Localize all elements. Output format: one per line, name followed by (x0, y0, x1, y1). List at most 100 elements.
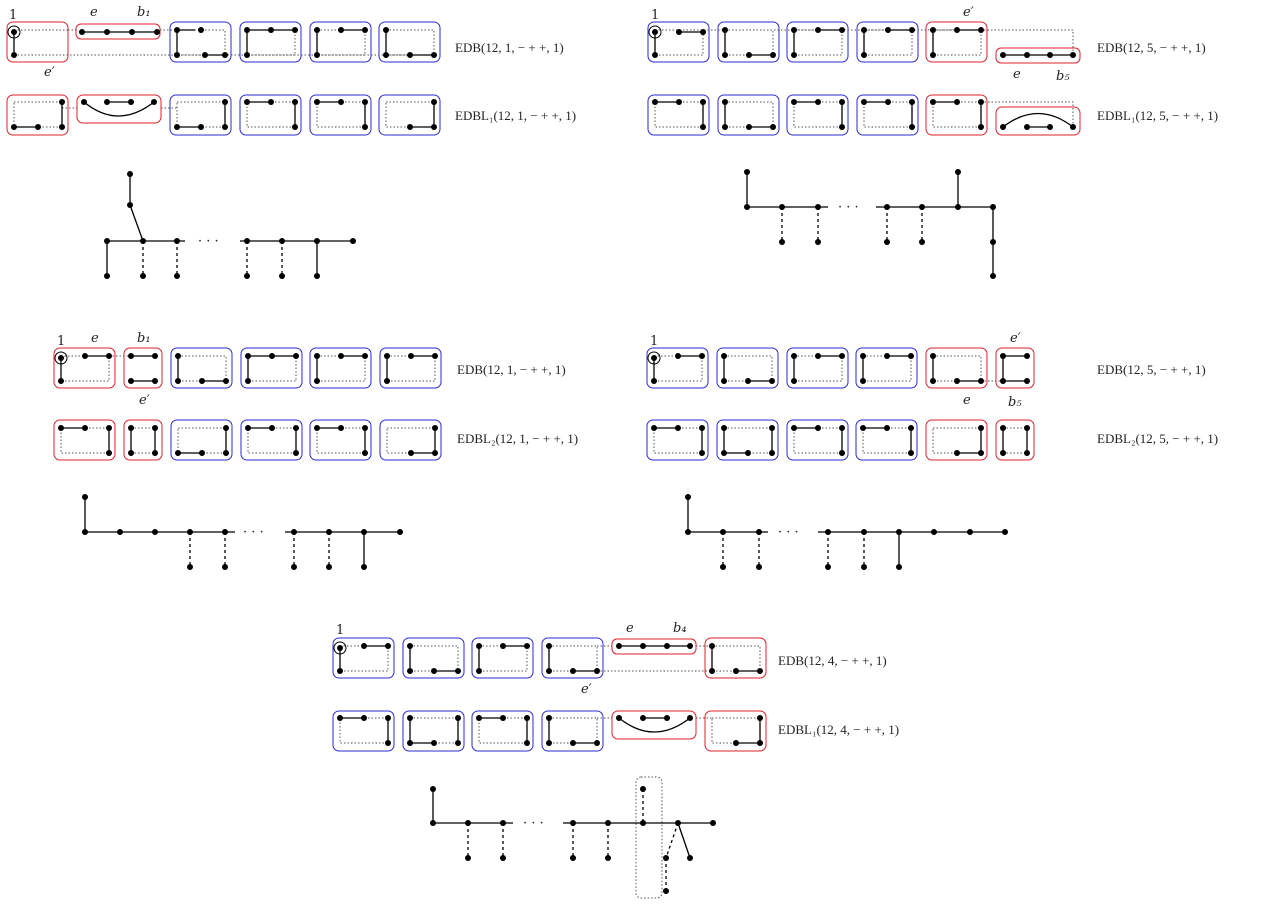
ellipsis: · · · (778, 525, 799, 540)
edbl-vertices (651, 425, 1030, 456)
red-box (925, 94, 988, 136)
edbl-edges (61, 427, 436, 454)
red-box (75, 23, 161, 40)
blue-box (717, 94, 780, 136)
edb-row (6, 21, 441, 63)
edb-name: EDB(12, 1, − + +, 1) (455, 40, 564, 55)
panel-3: 1 e b₁ e′ EDB(12, 1, − + +, 1) EDBL₂(12,… (53, 331, 578, 570)
blue-box (378, 21, 441, 63)
tree-3: · · · (82, 494, 403, 570)
dotted-guides (60, 427, 436, 454)
blue-box (240, 419, 303, 461)
blue-box (309, 21, 372, 63)
ellipsis: · · · (523, 816, 544, 831)
blue-box (717, 21, 780, 63)
edbl-edges (654, 427, 1028, 454)
edb-edges (654, 29, 1073, 56)
edbl-row (332, 710, 767, 752)
blue-box (647, 94, 710, 136)
blue-box (471, 637, 534, 679)
red-box (995, 419, 1035, 461)
label-1: 1 (336, 623, 344, 638)
edb-name: EDB(12, 1, − + +, 1) (457, 362, 566, 377)
red-box (925, 419, 988, 461)
blue-box (786, 21, 849, 63)
label-b: b₅ (1008, 395, 1022, 410)
red-box (704, 637, 767, 679)
edbl-name: EDBL₂(12, 5, − + +, 1) (1097, 431, 1218, 446)
edbl-vertices (11, 99, 437, 130)
red-box (995, 347, 1035, 389)
blue-box (402, 637, 465, 679)
blue-box (309, 94, 372, 136)
blue-box (786, 94, 849, 136)
blue-box (239, 94, 302, 136)
edb-vertices (648, 25, 1076, 58)
blue-box (855, 419, 918, 461)
blue-box (402, 710, 465, 752)
edb-name: EDB(12, 4, − + +, 1) (778, 653, 887, 668)
blue-box (332, 637, 395, 679)
edb-name: EDB(12, 5, − + +, 1) (1097, 362, 1206, 377)
red-box (704, 710, 767, 752)
label-e-prime: e′ (581, 682, 592, 697)
edbl-row (646, 419, 1035, 461)
blue-box (379, 419, 442, 461)
edb-vertices (333, 641, 763, 674)
edb-vertices (647, 351, 1030, 384)
red-box (995, 106, 1081, 136)
label-1: 1 (651, 8, 659, 23)
label-1: 1 (650, 334, 658, 349)
red-box (611, 710, 697, 740)
blue-box (170, 419, 233, 461)
edbl-row (6, 94, 441, 136)
blue-box (239, 21, 302, 63)
label-b: b₄ (673, 621, 687, 636)
edbl-vertices (337, 715, 763, 746)
edb-row (647, 21, 1081, 64)
red-box (76, 94, 162, 124)
red-box (53, 419, 116, 461)
edb-name: EDB(12, 5, − + +, 1) (1097, 40, 1206, 55)
edbl-row (647, 94, 1081, 136)
blue-box (169, 21, 232, 63)
ellipsis: · · · (243, 525, 264, 540)
blue-box (856, 21, 919, 63)
tree-5: · · · (430, 776, 716, 899)
label-1: 1 (57, 334, 65, 349)
blue-box (240, 347, 303, 389)
tree-4: · · · (685, 494, 1008, 570)
edb-row (53, 347, 442, 389)
panel-2: 1 e′ e b₅ EDB(12, 5, − + +, 1) EDBL₁(12,… (647, 5, 1218, 279)
red-box (6, 94, 69, 136)
label-e-prime: e′ (44, 65, 55, 80)
dotted-guides (653, 427, 1027, 454)
blue-box (647, 21, 710, 63)
edb-vertices (7, 25, 437, 58)
blue-box (169, 94, 232, 136)
red-box (123, 347, 163, 389)
panel-4: 1 e′ e b₅ EDB(12, 5, − + +, 1) EDBL₂(12,… (646, 331, 1218, 570)
label-e: e (90, 5, 98, 20)
red-box (6, 21, 69, 63)
label-b: b₅ (1056, 69, 1070, 84)
blue-box (716, 347, 779, 389)
blue-box (378, 94, 441, 136)
label-e: e (963, 393, 971, 408)
edb-edges (339, 645, 760, 672)
ellipsis: · · · (198, 234, 219, 249)
edbl-edges (655, 101, 1074, 128)
edbl-edges (340, 717, 761, 744)
blue-box (309, 419, 372, 461)
red-box (123, 419, 163, 461)
panel-5: 1 e b₄ e′ EDB(12, 4, − + +, 1) EDBL₁(12,… (332, 621, 899, 899)
blue-box (786, 347, 849, 389)
tree-1: · · · (104, 171, 356, 279)
red-box (925, 347, 988, 389)
label-e: e (626, 621, 634, 636)
red-box (995, 47, 1081, 64)
edbl-name: EDBL₁(12, 4, − + +, 1) (778, 722, 899, 737)
edb-edges (60, 355, 435, 382)
red-box (53, 347, 116, 389)
